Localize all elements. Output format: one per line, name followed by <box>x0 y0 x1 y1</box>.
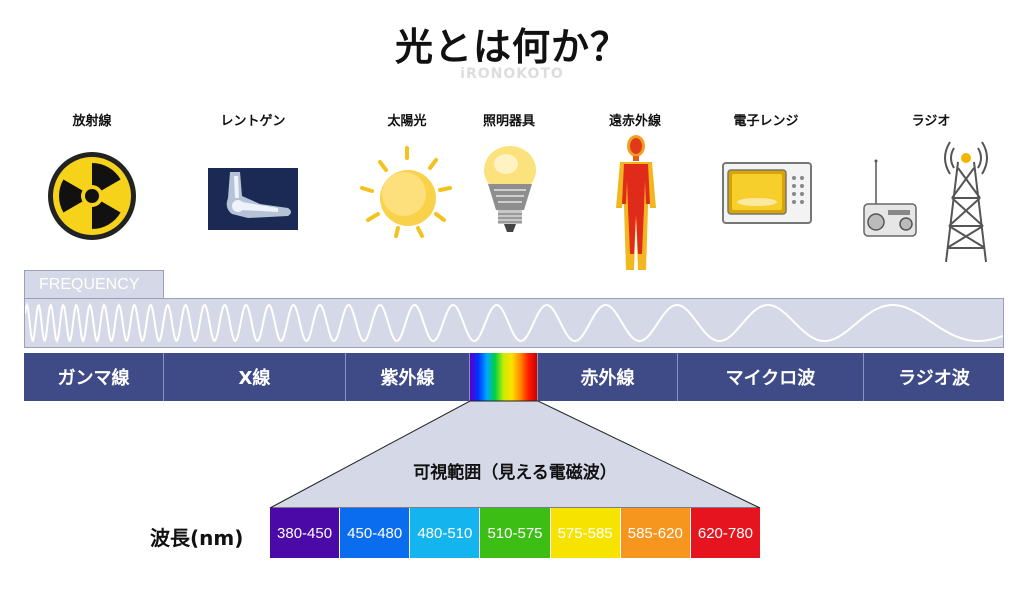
radio-and-tower-icon <box>863 141 988 263</box>
wavelength-cell-cyan: 480-510 <box>410 508 481 558</box>
thermal-body-icon <box>616 135 656 270</box>
band-ultraviolet: 紫外線 <box>346 353 470 401</box>
band-radio-wave: ラジオ波 <box>898 368 970 389</box>
frequency-wave <box>24 302 1004 344</box>
sun-icon <box>360 146 452 238</box>
source-label-sunlight: 太陽光 <box>387 114 427 129</box>
microwave-oven-icon <box>722 162 812 224</box>
wavelength-cell-blue: 450-480 <box>340 508 411 558</box>
wavelength-cell-yellow: 575-585 <box>550 508 621 558</box>
wavelength-cell-green: 510-575 <box>480 508 551 558</box>
band-microwave: マイクロ波 <box>678 353 864 401</box>
wavelength-cell-violet: 380-450 <box>270 508 341 558</box>
band-gamma-ray: ガンマ線 <box>24 353 164 401</box>
light-bulb-icon <box>484 146 536 232</box>
band-x-ray: X線 <box>164 353 346 401</box>
watermark: iRONOKOTO <box>460 66 564 82</box>
wavelength-cell-orange: 585-620 <box>620 508 691 558</box>
wavelength-cell-red: 620-780 <box>690 508 760 558</box>
source-label-radio: ラジオ <box>911 114 951 129</box>
xray-foot-icon <box>208 168 298 230</box>
wavelength-row: 380-450 450-480 480-510 510-575 575-585 … <box>270 508 760 558</box>
page-title: 光とは何か？ <box>394 25 629 69</box>
wavelength-label: 波長(nm) <box>150 526 244 550</box>
source-label-radiation: 放射線 <box>72 114 112 129</box>
spectrum-band-row: ガンマ線 X線 紫外線 赤外線 マイクロ波 ラジオ波 <box>24 353 1004 401</box>
source-label-xray: レントゲン <box>220 114 286 129</box>
source-label-lighting: 照明器具 <box>482 114 535 129</box>
source-label-microwave: 電子レンジ <box>733 114 799 129</box>
visible-range-title: 可視範囲（見える電磁波） <box>413 463 617 483</box>
band-visible <box>470 353 538 401</box>
frequency-label: FREQUENCY <box>24 270 164 299</box>
frequency-wave-band <box>24 298 1004 348</box>
band-infrared: 赤外線 <box>538 353 678 401</box>
radiation-icon <box>48 152 136 240</box>
source-label-far-infrared: 遠赤外線 <box>608 114 661 129</box>
